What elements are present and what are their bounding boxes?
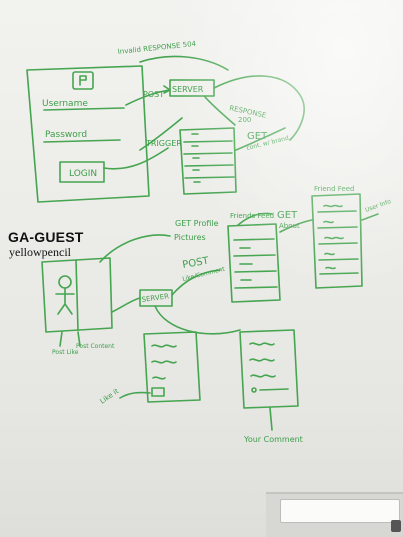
wifi-password: yellowpencil — [9, 245, 71, 259]
get-label-middle: GET — [277, 210, 298, 221]
like-button-box — [151, 387, 165, 397]
user-info-label: User Info — [364, 198, 392, 214]
post-label-top: POST — [143, 90, 164, 99]
response-code-label: 200 — [238, 116, 251, 124]
profile-to-server-arrow — [111, 297, 141, 313]
server-label-top: SERVER — [172, 85, 204, 94]
comment-down-arrow — [269, 407, 273, 431]
wifi-sticker: GA-GUEST yellowpencil — [8, 229, 86, 259]
password-label: Password — [45, 130, 87, 140]
profile-divider — [75, 259, 79, 331]
pictures-label: Pictures — [174, 233, 206, 242]
stick-figure-head-icon — [58, 275, 72, 289]
wifi-network-name: GA-GUEST — [8, 229, 84, 245]
your-comment-label: Your Comment — [243, 435, 303, 444]
like-it-arrow — [119, 391, 151, 399]
like-it-label: Like it — [99, 387, 121, 406]
feed-list-top — [179, 127, 237, 195]
get-profile-label: GET Profile — [175, 219, 219, 228]
central-feed-phone — [227, 223, 281, 303]
friend-feed-rows — [317, 210, 359, 275]
post-arrowhead — [163, 85, 171, 94]
post-label-middle: POST — [182, 255, 211, 271]
magnet — [391, 520, 401, 532]
comment-screen-box — [239, 329, 299, 409]
server-label-middle: SERVER — [141, 292, 169, 304]
post-like-label: Post Like — [52, 349, 79, 356]
friends-feed-label: Friends Feed — [230, 212, 274, 220]
comment-bullet-icon — [251, 387, 257, 393]
about-label: About — [279, 222, 300, 230]
trigger-label: TRIGGER — [145, 139, 182, 148]
friend-feed-label: Friend Feed — [314, 185, 354, 193]
password-field-line — [43, 139, 121, 143]
comment-screen-squiggles — [249, 342, 276, 378]
login-label: LOGIN — [69, 169, 97, 179]
like-screen-squiggles — [151, 344, 177, 380]
bottom-labels: Like it Your Comment — [99, 387, 303, 444]
central-feed-marks — [239, 247, 253, 281]
comment-input-line — [259, 388, 289, 391]
user-info-arrow — [361, 213, 379, 221]
server-to-comments-arrow — [154, 305, 241, 335]
marker-tray-slot — [280, 499, 400, 523]
invalid-response-label: Invalid RESPONSE 504 — [117, 40, 197, 56]
login-to-feed-arrow — [103, 147, 169, 170]
logo-letter-mark — [79, 75, 87, 86]
post-content-label: Post Content — [76, 343, 115, 350]
invalid-response-arrow — [139, 55, 229, 71]
username-label: Username — [42, 99, 88, 109]
stick-figure-body-icon — [55, 287, 75, 315]
